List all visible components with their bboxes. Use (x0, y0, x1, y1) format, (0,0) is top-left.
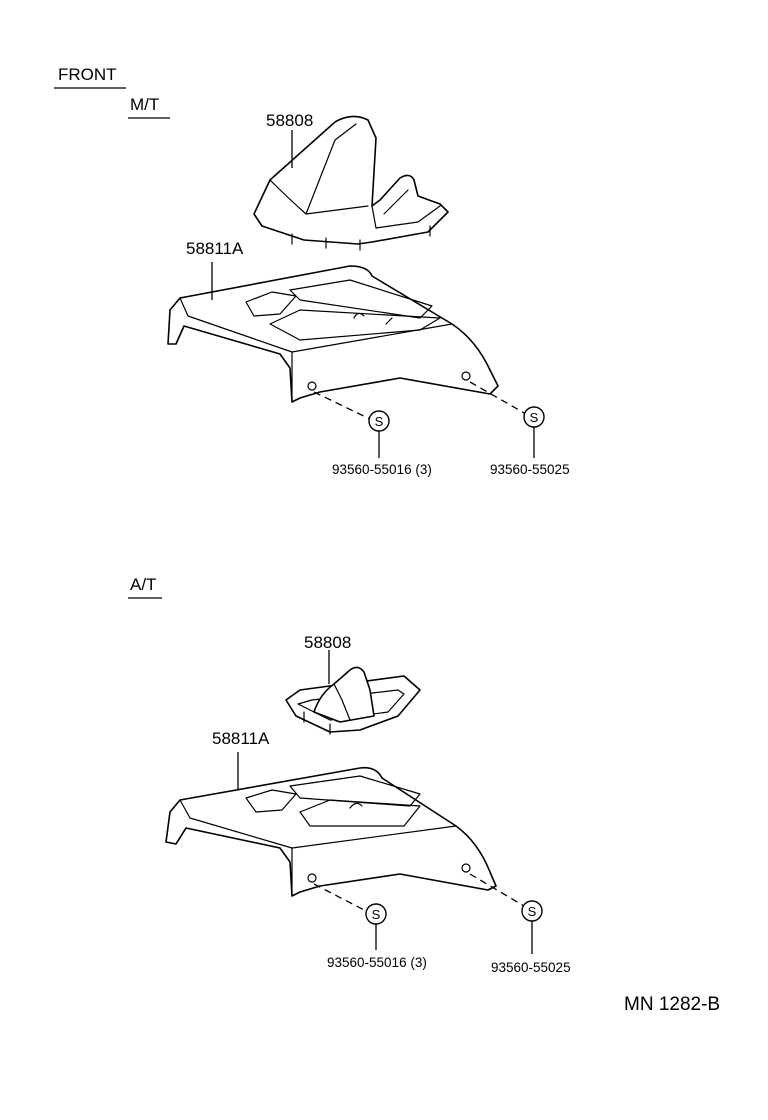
at-title: A/T (130, 575, 156, 594)
at-screw-right-part-number: 93560-55025 (491, 960, 571, 975)
at-boot-part-number: 58808 (304, 633, 351, 652)
figure-reference: MN 1282-B (624, 994, 720, 1015)
at-screw-left-path (313, 883, 369, 913)
mt-screw-right-symbol: S (523, 406, 545, 428)
at-screw-left-part-number: 93560-55016 (3) (327, 955, 427, 970)
svg-text:S: S (375, 414, 384, 429)
at-section: A/T 58808 58811A (128, 575, 571, 975)
at-console-part-number: 58811A (212, 729, 270, 748)
mt-screw-right-part-number: 93560-55025 (490, 462, 570, 477)
at-console (165, 766, 497, 897)
svg-text:S: S (530, 410, 539, 425)
mt-screw-left-symbol: S (368, 410, 390, 432)
mt-console-part-number: 58811A (186, 239, 244, 258)
svg-text:S: S (528, 904, 537, 919)
at-screw-right-path (469, 873, 525, 907)
mt-title: M/T (130, 95, 159, 114)
svg-text:S: S (372, 907, 381, 922)
front-label: FRONT (58, 65, 117, 84)
at-shift-boot (285, 666, 421, 735)
at-screw-left-symbol: S (365, 903, 387, 925)
mt-section: M/T 58808 (128, 95, 570, 477)
mt-screw-left-part-number: 93560-55016 (3) (332, 462, 432, 477)
at-screw-right-symbol: S (521, 900, 543, 922)
mt-shift-boot (253, 115, 449, 251)
mt-screw-right-path (469, 381, 527, 415)
mt-screw-left-path (313, 391, 373, 421)
mt-boot-part-number: 58808 (266, 111, 313, 130)
mt-console (167, 265, 499, 403)
